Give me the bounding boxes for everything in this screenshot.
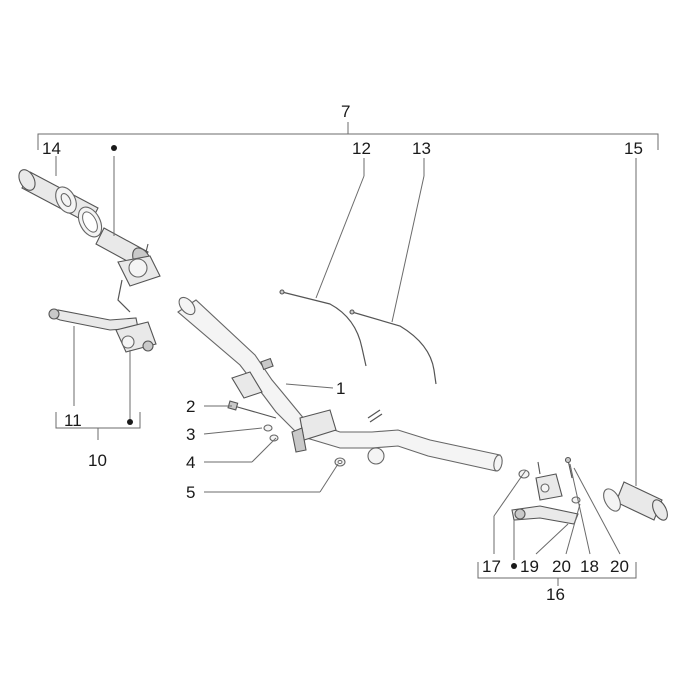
nut-5 bbox=[334, 457, 346, 467]
bullet-dot-10 bbox=[127, 419, 133, 425]
label-15: 15 bbox=[624, 139, 643, 158]
label-2: 2 bbox=[186, 397, 195, 416]
right-grip bbox=[603, 481, 668, 521]
label-4: 4 bbox=[186, 453, 195, 472]
group-bracket-7 bbox=[37, 122, 659, 150]
screw-18 bbox=[564, 456, 573, 479]
right-brake-lever bbox=[511, 505, 579, 525]
label-3: 3 bbox=[186, 425, 195, 444]
group-bracket-16 bbox=[477, 562, 637, 586]
label-18: 18 bbox=[580, 557, 599, 576]
label-10: 10 bbox=[88, 451, 107, 470]
label-19: 19 bbox=[520, 557, 539, 576]
bullet-dot-top bbox=[111, 145, 117, 151]
label-11: 11 bbox=[64, 411, 82, 430]
screw-2 bbox=[227, 400, 277, 419]
label-5: 5 bbox=[186, 483, 195, 502]
label-13: 13 bbox=[412, 139, 431, 158]
label-12: 12 bbox=[352, 139, 371, 158]
left-grip-ring bbox=[77, 206, 103, 238]
washer-3 bbox=[263, 424, 273, 432]
cable-13 bbox=[349, 309, 437, 385]
right-lever-bracket bbox=[518, 469, 563, 501]
label-16: 16 bbox=[546, 585, 565, 604]
washer-4 bbox=[269, 434, 279, 442]
handlebar-tube bbox=[177, 296, 503, 472]
cable-12 bbox=[279, 289, 367, 367]
throttle-housing bbox=[117, 243, 161, 313]
label-20b: 20 bbox=[610, 557, 629, 576]
group-bracket-10 bbox=[55, 412, 141, 440]
label-7: 7 bbox=[341, 102, 350, 121]
left-brake-lever bbox=[48, 308, 139, 331]
label-1: 1 bbox=[336, 379, 345, 398]
leader-lines bbox=[55, 156, 637, 560]
label-14: 14 bbox=[42, 139, 61, 158]
label-17: 17 bbox=[482, 557, 501, 576]
bullet-dot-16 bbox=[511, 563, 517, 569]
screw-17 bbox=[537, 461, 541, 475]
left-lever-bracket bbox=[115, 321, 157, 353]
label-20a: 20 bbox=[552, 557, 571, 576]
